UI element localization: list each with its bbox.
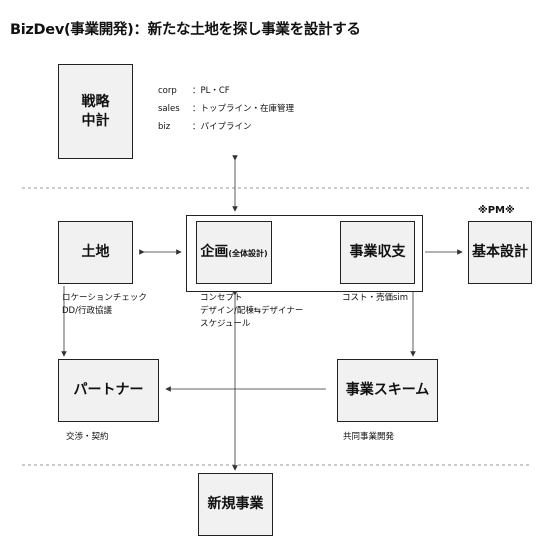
new-business-box: 新規事業 <box>198 473 273 536</box>
scheme-box: 事業スキーム <box>337 359 438 422</box>
scheme-label: 事業スキーム <box>345 382 430 399</box>
land-box: 土地 <box>58 221 133 284</box>
revenue-box: 事業収支 <box>340 221 415 284</box>
partner-box: パートナー <box>58 359 159 422</box>
planning-box: 企画(全体設計) <box>196 221 272 284</box>
scheme-notes: 共同事業開発 <box>343 431 394 444</box>
planning-label: 企画(全体設計) <box>200 244 268 261</box>
partner-notes: 交渉・契約 <box>66 431 109 444</box>
land-label: 土地 <box>81 244 110 261</box>
planning-note-design: デザイン/配棟⇆デザイナー <box>200 306 304 316</box>
revenue-notes: コスト・売価sim <box>342 292 408 305</box>
land-note-dd: DD/行政協議 <box>62 306 112 316</box>
planning-note-concept: コンセプト <box>200 293 243 303</box>
strategy-note-biz: biz：パイプライン <box>158 122 252 132</box>
revenue-label: 事業収支 <box>349 244 406 261</box>
planning-sublabel: (全体設計) <box>228 249 268 259</box>
partner-label: パートナー <box>73 382 144 399</box>
strategy-box: 戦略 中計 <box>58 64 133 159</box>
pm-label: ※PM※ <box>478 205 515 216</box>
basic-design-label: 基本設計 <box>472 244 528 261</box>
strategy-label: 戦略 中計 <box>81 94 110 129</box>
basic-design-box: 基本設計 <box>468 221 532 284</box>
strategy-note-sales: sales：トップライン・在庫管理 <box>158 104 295 114</box>
new-business-label: 新規事業 <box>207 496 264 513</box>
land-notes: ロケーションチェック DD/行政協議 <box>62 292 147 318</box>
diagram-title: BizDev(事業開発)：新たな土地を探し事業を設計する <box>10 22 361 38</box>
land-note-location: ロケーションチェック <box>62 293 147 303</box>
planning-notes: コンセプト デザイン/配棟⇆デザイナー スケジュール <box>200 292 303 331</box>
partner-note-negotiation: 交渉・契約 <box>66 432 109 442</box>
planning-note-schedule: スケジュール <box>200 319 251 329</box>
revenue-note-cost: コスト・売価sim <box>342 293 409 303</box>
strategy-notes: corp：PL・CF sales：トップライン・在庫管理 biz：パイプライン <box>158 82 294 136</box>
scheme-note-joint: 共同事業開発 <box>343 432 395 442</box>
strategy-note-corp: corp：PL・CF <box>158 86 230 96</box>
